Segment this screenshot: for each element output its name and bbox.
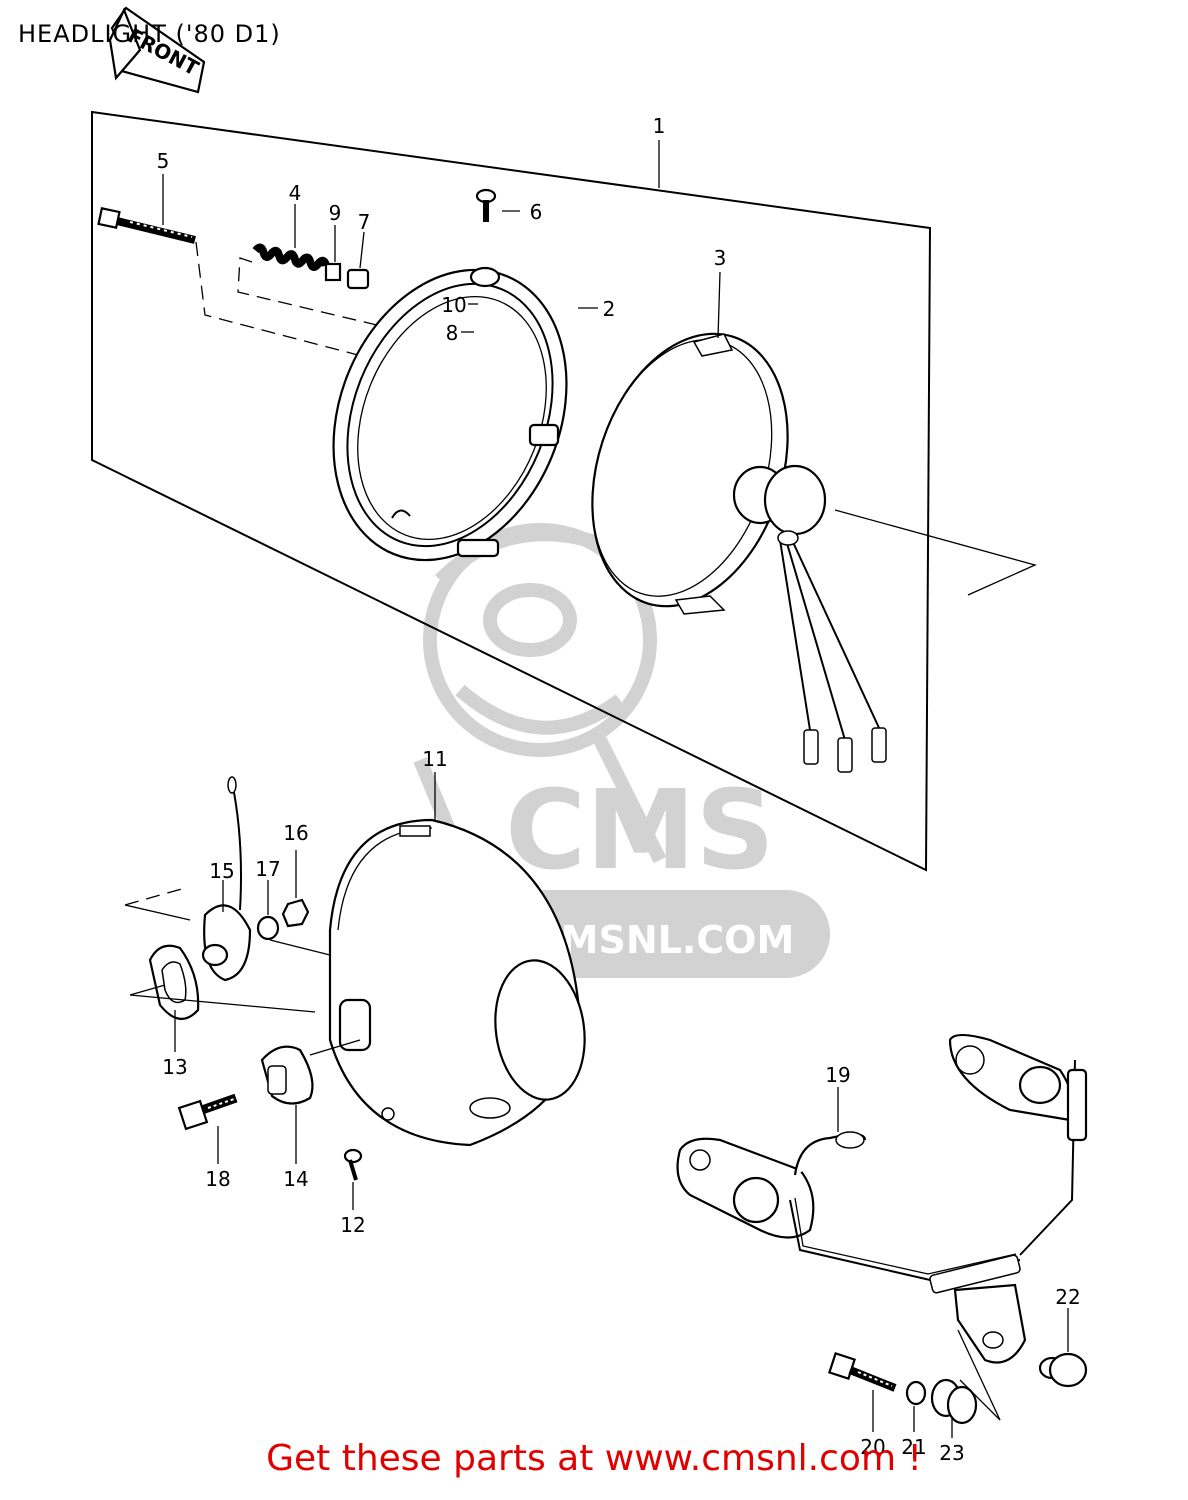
- part-3-sealed-beam: [591, 332, 887, 773]
- part-23-grommet: [930, 1378, 978, 1425]
- part-9-nut: [324, 262, 342, 282]
- callout-21: 21: [901, 1435, 926, 1459]
- callout-5: 5: [157, 149, 170, 173]
- part-15-socket: [201, 776, 252, 982]
- callout-6: 6: [530, 200, 543, 224]
- part-16-nut: [281, 898, 310, 928]
- callout-12: 12: [340, 1213, 365, 1237]
- part-20-bolt: [828, 1352, 897, 1392]
- callout-2: 2: [603, 297, 616, 321]
- part-14-collar: [260, 1045, 314, 1105]
- callout-11: 11: [422, 747, 447, 771]
- watermark: CMS WWW.CMSNL.COM: [360, 523, 830, 978]
- part-11-housing: [328, 818, 586, 1147]
- callout-8: 8: [446, 321, 459, 345]
- callout-10: 10: [441, 293, 466, 317]
- part-22-collar: [1038, 1352, 1088, 1388]
- callout-22: 22: [1055, 1285, 1080, 1309]
- callout-1: 1: [653, 114, 666, 138]
- footer-parts-link[interactable]: Get these parts at www.cmsnl.com !: [266, 1438, 922, 1479]
- part-4-spring: [252, 243, 330, 271]
- callout-16: 16: [283, 821, 308, 845]
- part-17-washer: [256, 915, 280, 941]
- callout-23: 23: [939, 1441, 964, 1465]
- part-19-bracket: [676, 1033, 1088, 1364]
- part-7-square-nut: [346, 268, 370, 290]
- part-6-screw: [475, 188, 497, 222]
- callout-3: 3: [714, 246, 727, 270]
- front-arrow: FRONT: [108, 6, 206, 94]
- callout-17: 17: [255, 857, 280, 881]
- callout-9: 9: [329, 201, 342, 225]
- part-12-screw: [343, 1148, 363, 1181]
- part-18-bolt: [177, 1093, 238, 1131]
- assembly-panel-outline: [91, 110, 932, 872]
- callout-13: 13: [162, 1055, 187, 1079]
- callout-18: 18: [205, 1167, 230, 1191]
- part-21-washer: [905, 1380, 927, 1406]
- part-5-adjusting-screw: [97, 206, 196, 244]
- page-title: HEADLIGHT ('80 D1): [18, 20, 281, 48]
- callout-4: 4: [289, 181, 302, 205]
- callout-15: 15: [209, 859, 234, 883]
- watermark-logo: CMS: [505, 766, 774, 894]
- callout-20: 20: [860, 1435, 885, 1459]
- part-2-rim: [332, 266, 568, 562]
- callout-19: 19: [825, 1063, 850, 1087]
- part-13-grommet: [148, 944, 200, 1020]
- leader-lines: [162, 140, 1069, 1438]
- callout-14: 14: [283, 1167, 308, 1191]
- callout-7: 7: [358, 210, 371, 234]
- callout-numbers: 1 2 3 4 5 6 7 8 9 10 11 12 13 14 15 16 1…: [157, 114, 1081, 1465]
